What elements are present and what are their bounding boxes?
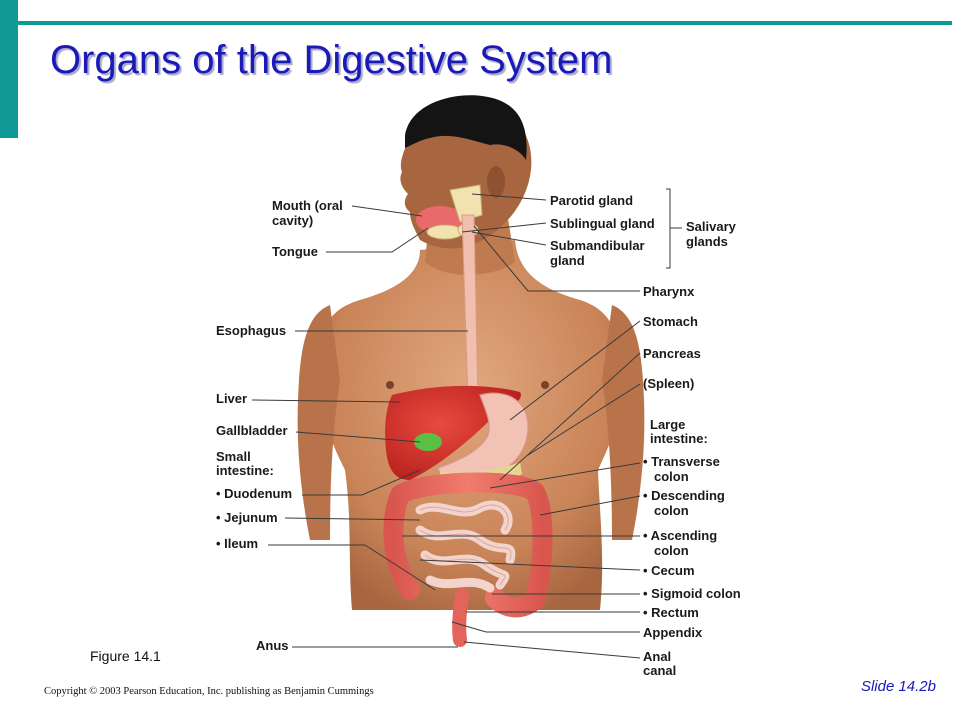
label-stomach: Stomach (643, 314, 698, 329)
label-duodenum: • Duodenum (216, 486, 292, 501)
label-salivary-line2: glands (686, 234, 728, 249)
label-esophagus: Esophagus (216, 323, 286, 338)
label-submandibular-line2: gland (550, 253, 585, 268)
label-ascending-line1: • Ascending (643, 528, 717, 543)
rectum-shape (452, 588, 469, 647)
label-ileum: • Ileum (216, 536, 258, 551)
slide-number: Slide 14.2b (860, 678, 936, 695)
accent-bar-horizontal (18, 21, 952, 25)
digestive-organs (383, 184, 553, 647)
label-ascending-line2: colon (654, 543, 689, 558)
label-parotid-gland: Parotid gland (550, 193, 633, 208)
label-sublingual-gland: Sublingual gland (550, 216, 655, 231)
label-anal-canal-line1: Anal (643, 649, 671, 664)
label-mouth-line1: Mouth (oral (272, 198, 343, 213)
gallbladder-shape (414, 433, 442, 451)
accent-bar-vertical (0, 0, 18, 138)
label-cecum: • Cecum (643, 563, 695, 578)
label-appendix: Appendix (643, 625, 703, 640)
label-liver: Liver (216, 391, 247, 406)
label-pharynx: Pharynx (643, 284, 695, 299)
sublingual-gland-shape (426, 224, 464, 240)
label-spleen: (Spleen) (643, 376, 694, 391)
label-descending-line1: • Descending (643, 488, 725, 503)
hair-shape (405, 95, 527, 160)
label-anal-canal-line2: canal (643, 663, 676, 678)
slide-title: Organs of the Digestive System (50, 38, 613, 82)
leader-lines (251, 188, 682, 659)
label-small-intestine-line2: intestine: (216, 463, 274, 478)
label-anus: Anus (256, 638, 289, 653)
label-tongue: Tongue (272, 244, 318, 259)
ear-shape (487, 166, 505, 198)
left-labels: Mouth (oral cavity) Tongue Esophagus Liv… (216, 198, 343, 653)
label-jejunum: • Jejunum (216, 510, 278, 525)
large-intestine-shape (383, 472, 553, 618)
label-submandibular-line1: Submandibular (550, 238, 645, 253)
label-sigmoid-colon: • Sigmoid colon (643, 586, 741, 601)
label-descending-line2: colon (654, 503, 689, 518)
right-labels: Parotid gland Sublingual gland Submandib… (550, 193, 741, 678)
right-arm-shape (602, 305, 645, 540)
label-large-intestine-line2: intestine: (650, 431, 708, 446)
label-rectum: • Rectum (643, 605, 699, 620)
label-transverse-line2: colon (654, 469, 689, 484)
label-gallbladder: Gallbladder (216, 423, 288, 438)
nipple-left (386, 381, 394, 389)
label-pancreas: Pancreas (643, 346, 701, 361)
figure-label: Figure 14.1 (90, 648, 161, 664)
label-transverse-line1: • Transverse (643, 454, 720, 469)
label-large-intestine-line1: Large (650, 417, 685, 432)
label-small-intestine-line1: Small (216, 449, 251, 464)
left-arm-shape (297, 305, 340, 540)
copyright-notice: Copyright © 2003 Pearson Education, Inc.… (44, 686, 374, 697)
nipple-right (541, 381, 549, 389)
label-salivary-line1: Salivary (686, 219, 737, 234)
label-mouth-line2: cavity) (272, 213, 313, 228)
